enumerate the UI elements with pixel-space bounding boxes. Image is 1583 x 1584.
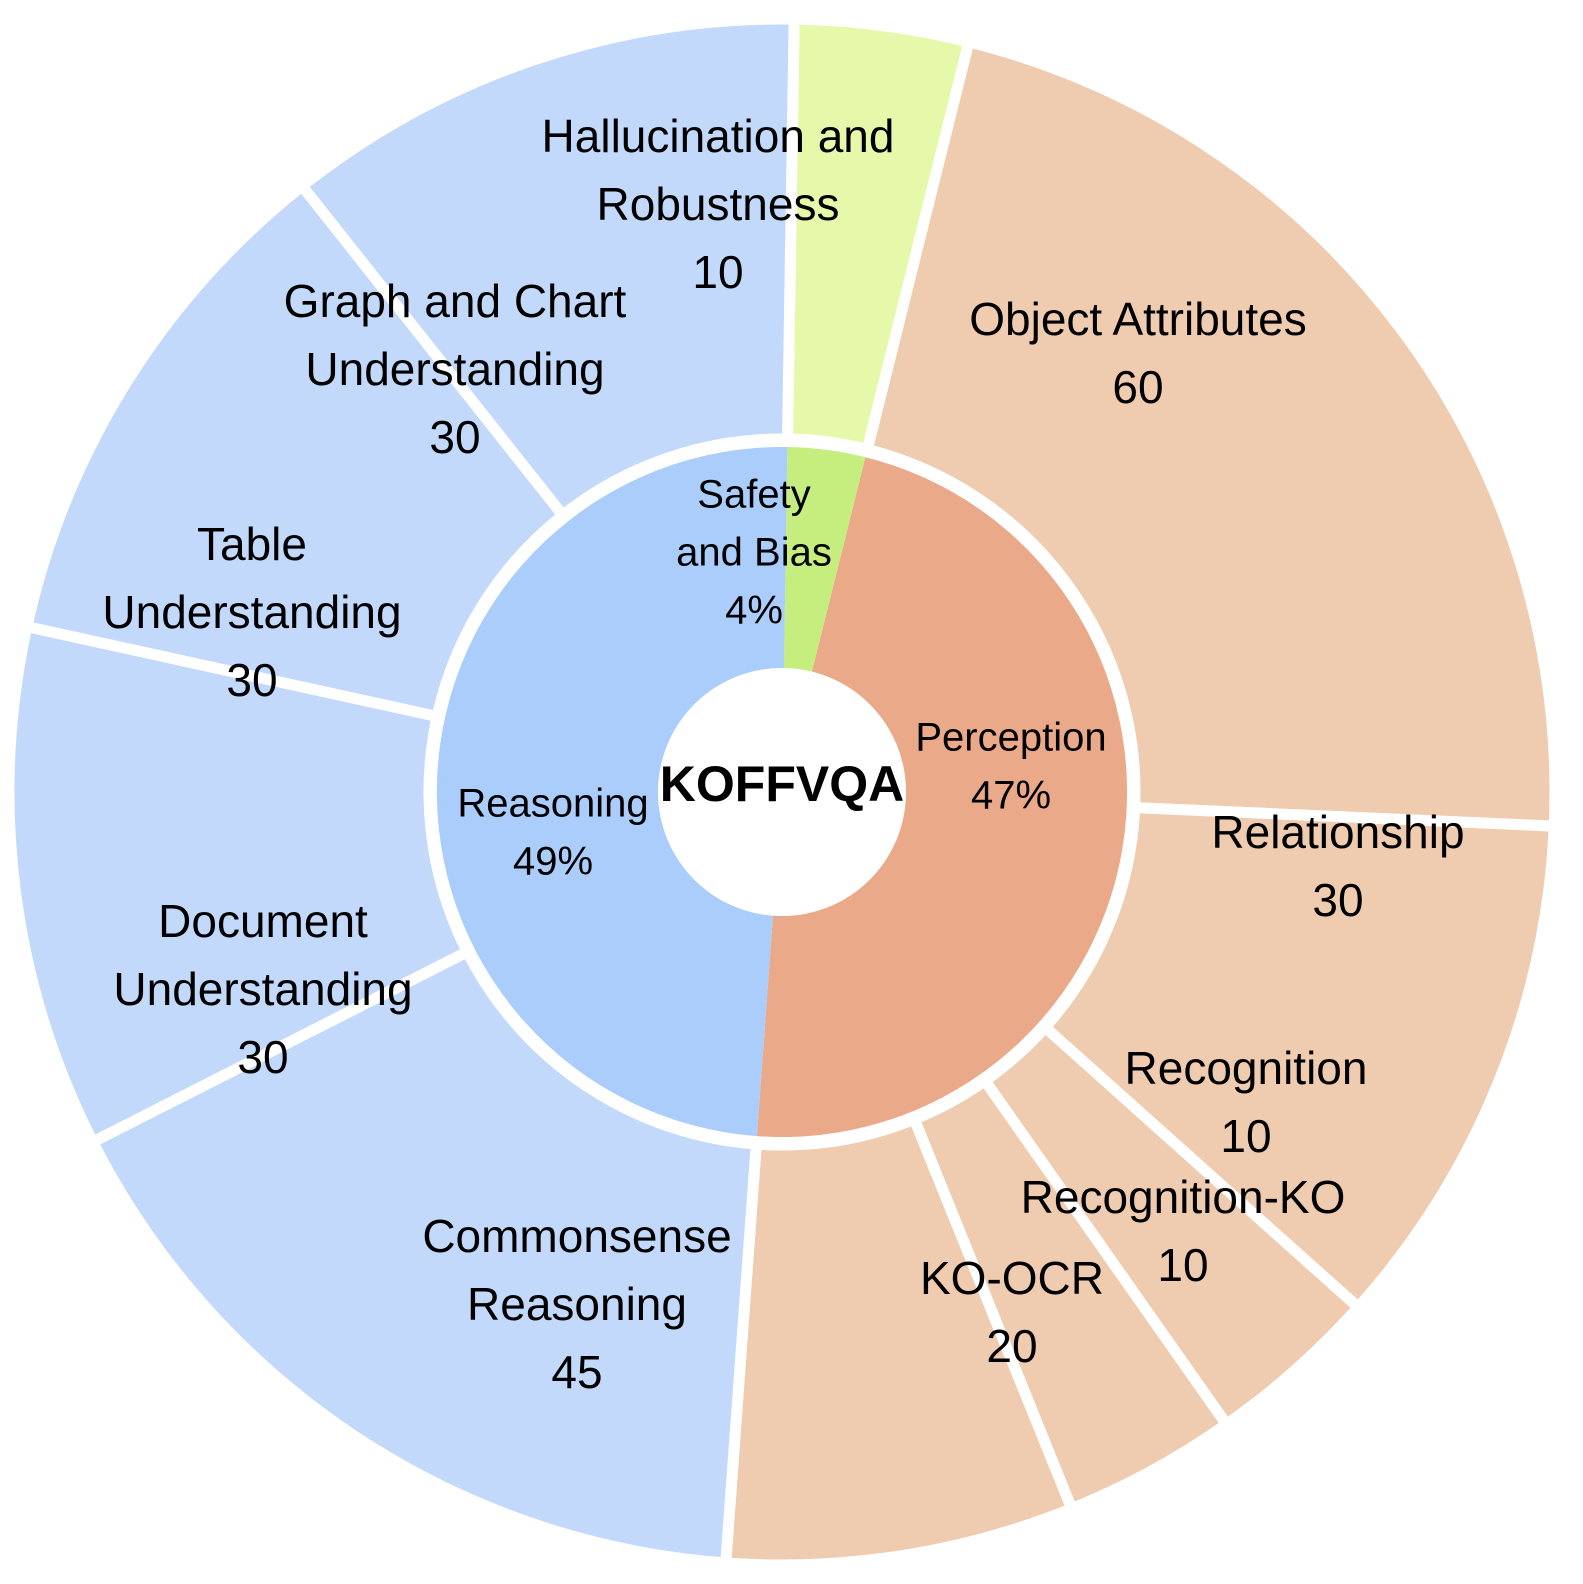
outer-label-6-0: Commonsense [422, 1210, 731, 1262]
inner-label-0-0: Safety [697, 473, 810, 517]
outer-segment-7 [3, 620, 475, 1150]
outer-label-2-1: 30 [1312, 874, 1363, 926]
inner-label-0-2: 4% [725, 589, 783, 633]
outer-label-1-1: 60 [1112, 361, 1163, 413]
inner-segment-1 [756, 457, 1128, 1138]
outer-ring [3, 13, 1561, 1571]
outer-label-8-0: Table [197, 518, 307, 570]
outer-label-6-1: Reasoning [467, 1278, 687, 1330]
outer-segment-8 [20, 178, 571, 724]
outer-label-8-1: Understanding [102, 586, 401, 638]
outer-label-8-2: 30 [226, 654, 277, 706]
outer-label-6-2: 45 [551, 1346, 602, 1398]
inner-label-1-0: Perception [915, 716, 1106, 760]
outer-label-7-1: Understanding [113, 963, 412, 1015]
outer-label-9-2: 30 [429, 411, 480, 463]
outer-label-9-1: Understanding [305, 343, 604, 395]
outer-label-7-2: 30 [237, 1031, 288, 1083]
outer-label-0-1: Robustness [597, 178, 840, 230]
inner-label-1-1: 47% [971, 774, 1051, 818]
outer-segment-9 [294, 13, 800, 523]
inner-label-0-1: and Bias [676, 531, 832, 575]
inner-segment-0 [783, 447, 866, 672]
outer-label-0-2: 10 [692, 246, 743, 298]
outer-label-5-0: KO-OCR [920, 1252, 1104, 1304]
outer-label-5-1: 20 [986, 1320, 1037, 1372]
center-title: KOFFVQA [660, 756, 904, 812]
outer-label-1-0: Object Attributes [969, 293, 1307, 345]
outer-segment-6 [85, 944, 763, 1569]
outer-label-3-1: 10 [1220, 1110, 1271, 1162]
outer-label-7-0: Document [158, 895, 368, 947]
inner-ring [436, 446, 1128, 1138]
outer-label-2-0: Relationship [1211, 806, 1464, 858]
inner-label-2-0: Reasoning [457, 782, 648, 826]
inner-label-2-1: 49% [513, 840, 593, 884]
outer-segment-2 [1037, 801, 1560, 1316]
inner-segment-2 [436, 446, 788, 1137]
outer-segment-1 [860, 35, 1561, 832]
outer-label-9-0: Graph and Chart [284, 275, 627, 327]
outer-label-3-0: Recognition [1125, 1042, 1368, 1094]
outer-label-4-1: 10 [1157, 1239, 1208, 1291]
outer-label-4-0: Recognition-KO [1021, 1171, 1346, 1223]
outer-segment-5 [719, 1112, 1079, 1571]
outer-label-0-0: Hallucination and [542, 110, 895, 162]
center-hole [658, 668, 906, 916]
